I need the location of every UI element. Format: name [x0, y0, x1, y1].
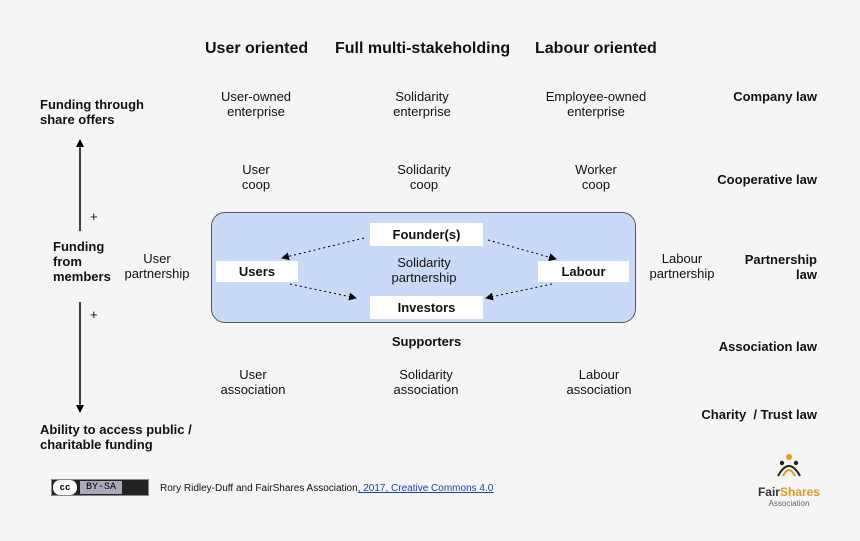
arrow-founders-to-labour [487, 239, 557, 261]
box-labour: Labour [538, 261, 629, 282]
plus-upper: + [90, 209, 98, 224]
column-header-labour-oriented: Labour oriented [535, 40, 657, 57]
law-charity-trust: Charity / Trust law [701, 407, 817, 422]
arrow-labour-to-investors [485, 283, 553, 301]
cc-by-sa-badge[interactable]: cc BY-SA [51, 479, 149, 496]
law-company: Company law [733, 89, 817, 104]
fairshares-people-icon [777, 454, 801, 477]
funding-public-charitable: Ability to access public /charitable fun… [40, 422, 192, 452]
law-association: Association law [718, 339, 817, 354]
label-supporters: Supporters [391, 334, 462, 349]
plus-lower: + [90, 307, 98, 322]
fairshares-association-label: Association [768, 499, 810, 508]
law-cooperative: Cooperative law [717, 172, 817, 187]
box-investors: Investors [370, 296, 483, 319]
license-link[interactable]: , 2017, Creative Commons 4.0 [357, 483, 494, 494]
attribution: Rory Ridley-Duff and FairShares Associat… [160, 483, 494, 494]
license-badge-text: BY-SA [80, 481, 123, 494]
arrow-users-to-investors [289, 283, 357, 301]
fairshares-wordmark: FairShares [757, 485, 821, 499]
arrow-founders-to-users [281, 237, 365, 261]
column-header-full-multi-stakeholding: Full multi-stakeholding [335, 40, 511, 57]
column-header-user-oriented: User oriented [205, 40, 309, 57]
box-users: Users [216, 261, 298, 282]
fairshares-logo: FairShares Association [756, 452, 822, 508]
creative-commons-icon: cc [53, 480, 77, 495]
box-founders: Founder(s) [370, 223, 483, 246]
